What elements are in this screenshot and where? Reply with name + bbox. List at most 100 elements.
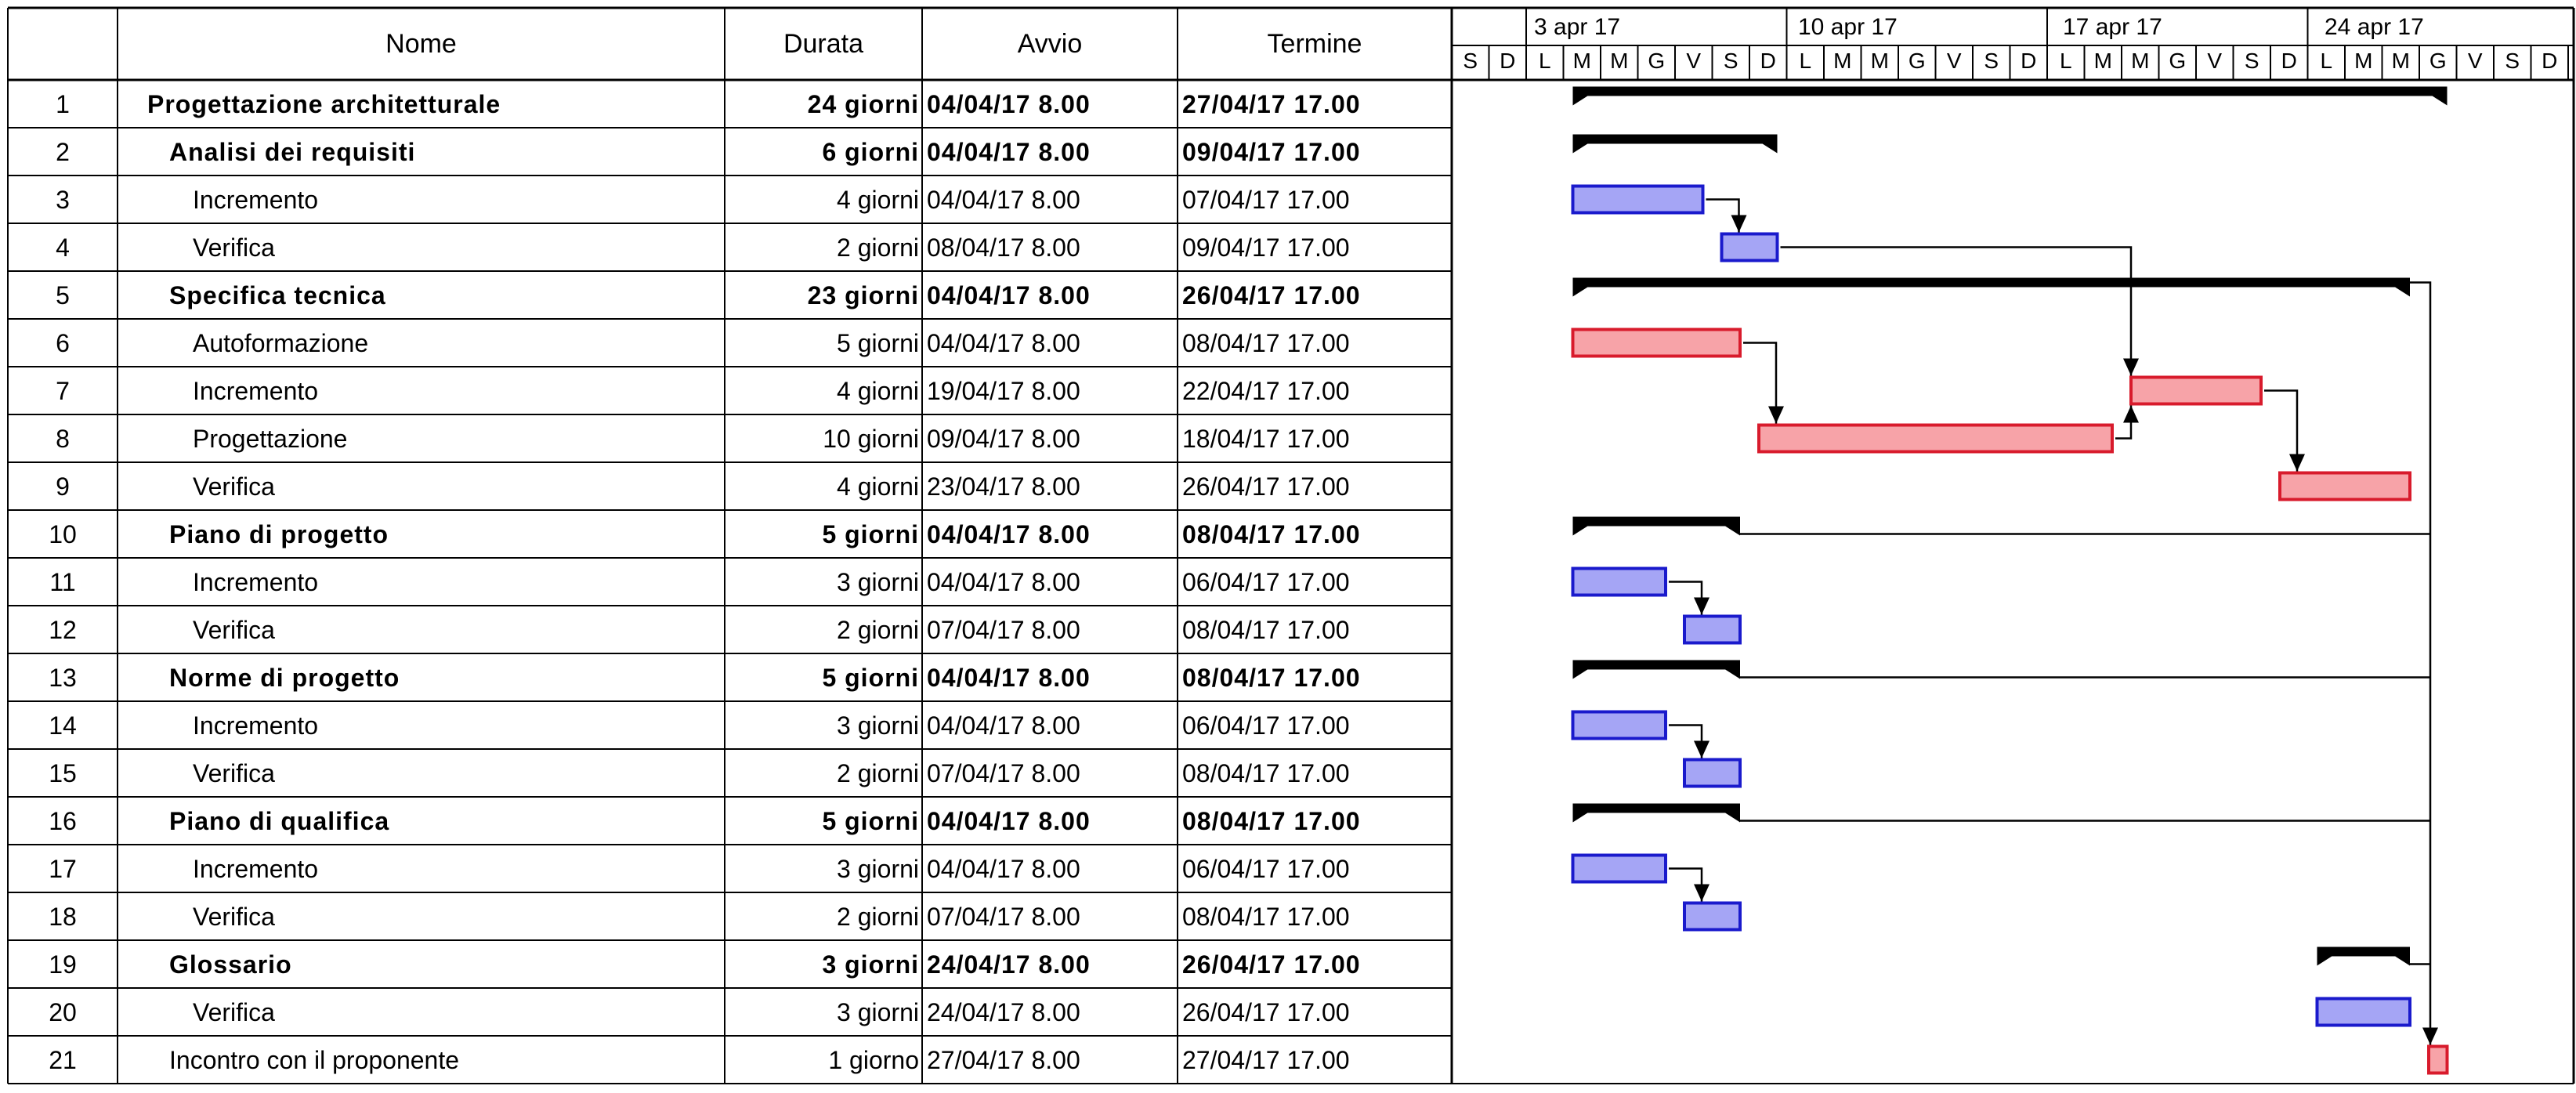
row-id[interactable]: 18 bbox=[49, 902, 77, 931]
task-name[interactable]: Verifica bbox=[193, 233, 275, 262]
task-finish[interactable]: 08/04/17 17.00 bbox=[1182, 902, 1350, 931]
task-duration[interactable]: 5 giorni bbox=[822, 806, 919, 835]
task-start[interactable]: 07/04/17 8.00 bbox=[927, 758, 1080, 787]
task-name[interactable]: Verifica bbox=[193, 615, 275, 644]
task-name[interactable]: Progettazione bbox=[193, 424, 348, 453]
task-finish[interactable]: 18/04/17 17.00 bbox=[1182, 424, 1350, 453]
row-id[interactable]: 21 bbox=[49, 1045, 77, 1074]
task-start[interactable]: 04/04/17 8.00 bbox=[927, 663, 1091, 692]
header-finish[interactable]: Termine bbox=[1267, 29, 1362, 59]
row-id[interactable]: 17 bbox=[49, 854, 77, 883]
task-finish[interactable]: 08/04/17 17.00 bbox=[1182, 758, 1350, 787]
task-name[interactable]: Incremento bbox=[193, 185, 319, 214]
task-name[interactable]: Norme di progetto bbox=[169, 663, 400, 692]
task-name[interactable]: Verifica bbox=[193, 758, 275, 787]
task-start[interactable]: 24/04/17 8.00 bbox=[927, 950, 1091, 979]
task-start[interactable]: 08/04/17 8.00 bbox=[927, 233, 1080, 262]
row-id[interactable]: 12 bbox=[49, 615, 77, 644]
row-id[interactable]: 20 bbox=[49, 997, 77, 1026]
row-id[interactable]: 6 bbox=[56, 328, 70, 357]
task-duration[interactable]: 4 giorni bbox=[837, 185, 919, 214]
task-duration[interactable]: 3 giorni bbox=[837, 711, 919, 740]
task-name[interactable]: Verifica bbox=[193, 902, 275, 931]
task-finish[interactable]: 27/04/17 17.00 bbox=[1182, 89, 1361, 118]
row-id[interactable]: 2 bbox=[56, 137, 70, 166]
task-duration[interactable]: 5 giorni bbox=[822, 663, 919, 692]
task-finish[interactable]: 08/04/17 17.00 bbox=[1182, 615, 1350, 644]
task-duration[interactable]: 2 giorni bbox=[837, 758, 919, 787]
task-finish[interactable]: 27/04/17 17.00 bbox=[1182, 1045, 1350, 1074]
task-finish[interactable]: 08/04/17 17.00 bbox=[1182, 806, 1361, 835]
task-finish[interactable]: 09/04/17 17.00 bbox=[1182, 137, 1361, 166]
row-id[interactable]: 19 bbox=[49, 950, 77, 979]
task-name[interactable]: Autoformazione bbox=[193, 328, 369, 357]
row-id[interactable]: 9 bbox=[56, 472, 70, 501]
row-id[interactable]: 1 bbox=[56, 89, 70, 118]
task-start[interactable]: 24/04/17 8.00 bbox=[927, 997, 1080, 1026]
row-id[interactable]: 11 bbox=[49, 567, 76, 596]
task-finish[interactable]: 22/04/17 17.00 bbox=[1182, 376, 1350, 405]
task-name[interactable]: Incremento bbox=[193, 376, 319, 405]
task-name[interactable]: Incremento bbox=[193, 711, 319, 740]
header-name[interactable]: Nome bbox=[385, 29, 457, 59]
task-finish[interactable]: 08/04/17 17.00 bbox=[1182, 328, 1350, 357]
task-start[interactable]: 04/04/17 8.00 bbox=[927, 280, 1091, 309]
row-id[interactable]: 13 bbox=[49, 663, 77, 692]
task-duration[interactable]: 2 giorni bbox=[837, 902, 919, 931]
header-duration[interactable]: Durata bbox=[783, 29, 864, 59]
row-id[interactable]: 8 bbox=[56, 424, 70, 453]
task-finish[interactable]: 09/04/17 17.00 bbox=[1182, 233, 1350, 262]
task-start[interactable]: 07/04/17 8.00 bbox=[927, 615, 1080, 644]
task-name[interactable]: Specifica tecnica bbox=[169, 280, 386, 309]
task-start[interactable]: 04/04/17 8.00 bbox=[927, 519, 1091, 548]
task-finish[interactable]: 06/04/17 17.00 bbox=[1182, 711, 1350, 740]
task-name[interactable]: Incontro con il proponente bbox=[169, 1045, 460, 1074]
task-duration[interactable]: 2 giorni bbox=[837, 233, 919, 262]
task-finish[interactable]: 08/04/17 17.00 bbox=[1182, 519, 1361, 548]
task-name[interactable]: Progettazione architetturale bbox=[147, 89, 501, 118]
task-duration[interactable]: 5 giorni bbox=[822, 519, 919, 548]
task-start[interactable]: 04/04/17 8.00 bbox=[927, 137, 1091, 166]
row-id[interactable]: 16 bbox=[49, 806, 77, 835]
task-duration[interactable]: 2 giorni bbox=[837, 615, 919, 644]
task-duration[interactable]: 1 giorno bbox=[828, 1045, 919, 1074]
task-duration[interactable]: 10 giorni bbox=[823, 424, 919, 453]
task-start[interactable]: 19/04/17 8.00 bbox=[927, 376, 1080, 405]
task-finish[interactable]: 26/04/17 17.00 bbox=[1182, 950, 1361, 979]
task-duration[interactable]: 6 giorni bbox=[822, 137, 919, 166]
row-id[interactable]: 15 bbox=[49, 758, 77, 787]
task-start[interactable]: 04/04/17 8.00 bbox=[927, 328, 1080, 357]
task-finish[interactable]: 26/04/17 17.00 bbox=[1182, 997, 1350, 1026]
task-finish[interactable]: 08/04/17 17.00 bbox=[1182, 663, 1361, 692]
task-finish[interactable]: 26/04/17 17.00 bbox=[1182, 472, 1350, 501]
task-name[interactable]: Piano di progetto bbox=[169, 519, 389, 548]
task-finish[interactable]: 26/04/17 17.00 bbox=[1182, 280, 1361, 309]
row-id[interactable]: 4 bbox=[56, 233, 70, 262]
task-duration[interactable]: 3 giorni bbox=[822, 950, 919, 979]
task-duration[interactable]: 5 giorni bbox=[837, 328, 919, 357]
task-start[interactable]: 04/04/17 8.00 bbox=[927, 806, 1091, 835]
task-start[interactable]: 23/04/17 8.00 bbox=[927, 472, 1080, 501]
task-start[interactable]: 04/04/17 8.00 bbox=[927, 711, 1080, 740]
task-start[interactable]: 27/04/17 8.00 bbox=[927, 1045, 1080, 1074]
task-start[interactable]: 04/04/17 8.00 bbox=[927, 567, 1080, 596]
task-name[interactable]: Verifica bbox=[193, 472, 275, 501]
task-start[interactable]: 04/04/17 8.00 bbox=[927, 854, 1080, 883]
task-duration[interactable]: 4 giorni bbox=[837, 376, 919, 405]
task-name[interactable]: Incremento bbox=[193, 854, 319, 883]
task-start[interactable]: 04/04/17 8.00 bbox=[927, 185, 1080, 214]
row-id[interactable]: 14 bbox=[49, 711, 77, 740]
task-name[interactable]: Glossario bbox=[169, 950, 292, 979]
task-finish[interactable]: 07/04/17 17.00 bbox=[1182, 185, 1350, 214]
task-duration[interactable]: 3 giorni bbox=[837, 854, 919, 883]
task-duration[interactable]: 4 giorni bbox=[837, 472, 919, 501]
task-duration[interactable]: 23 giorni bbox=[807, 280, 919, 309]
task-duration[interactable]: 24 giorni bbox=[807, 89, 919, 118]
row-id[interactable]: 5 bbox=[56, 280, 70, 309]
task-name[interactable]: Analisi dei requisiti bbox=[169, 137, 416, 166]
task-start[interactable]: 04/04/17 8.00 bbox=[927, 89, 1091, 118]
task-start[interactable]: 07/04/17 8.00 bbox=[927, 902, 1080, 931]
task-finish[interactable]: 06/04/17 17.00 bbox=[1182, 854, 1350, 883]
task-finish[interactable]: 06/04/17 17.00 bbox=[1182, 567, 1350, 596]
row-id[interactable]: 7 bbox=[56, 376, 70, 405]
